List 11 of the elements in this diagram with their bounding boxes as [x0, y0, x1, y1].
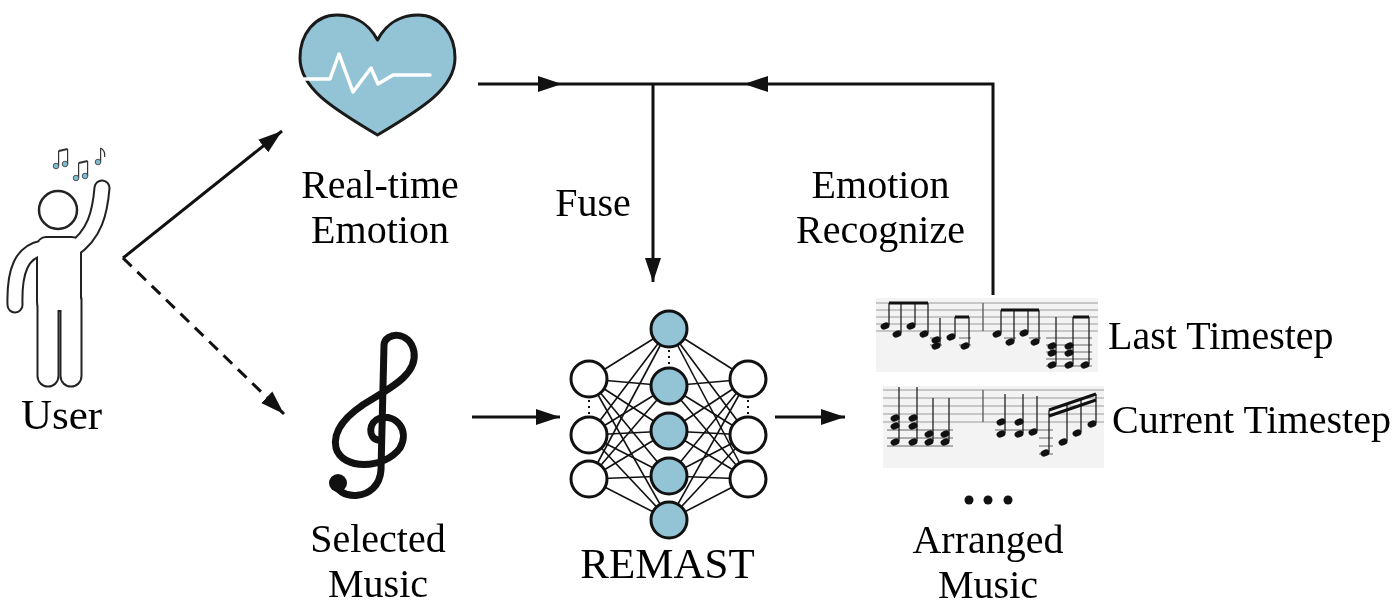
node-label: User: [19, 391, 104, 439]
node-label: Last Timestep: [1108, 313, 1334, 358]
node-label: REMAST: [579, 540, 756, 588]
arrow: [775, 409, 845, 425]
caption-text: Arranged Music: [911, 517, 1065, 607]
node-label: Selected Music: [309, 516, 447, 606]
node-label: Real-time Emotion: [300, 162, 460, 252]
arrow: [122, 129, 283, 260]
arrow: [472, 409, 560, 425]
node-label: Current Timestep: [1112, 397, 1391, 442]
dashed-arrow: [121, 256, 286, 416]
